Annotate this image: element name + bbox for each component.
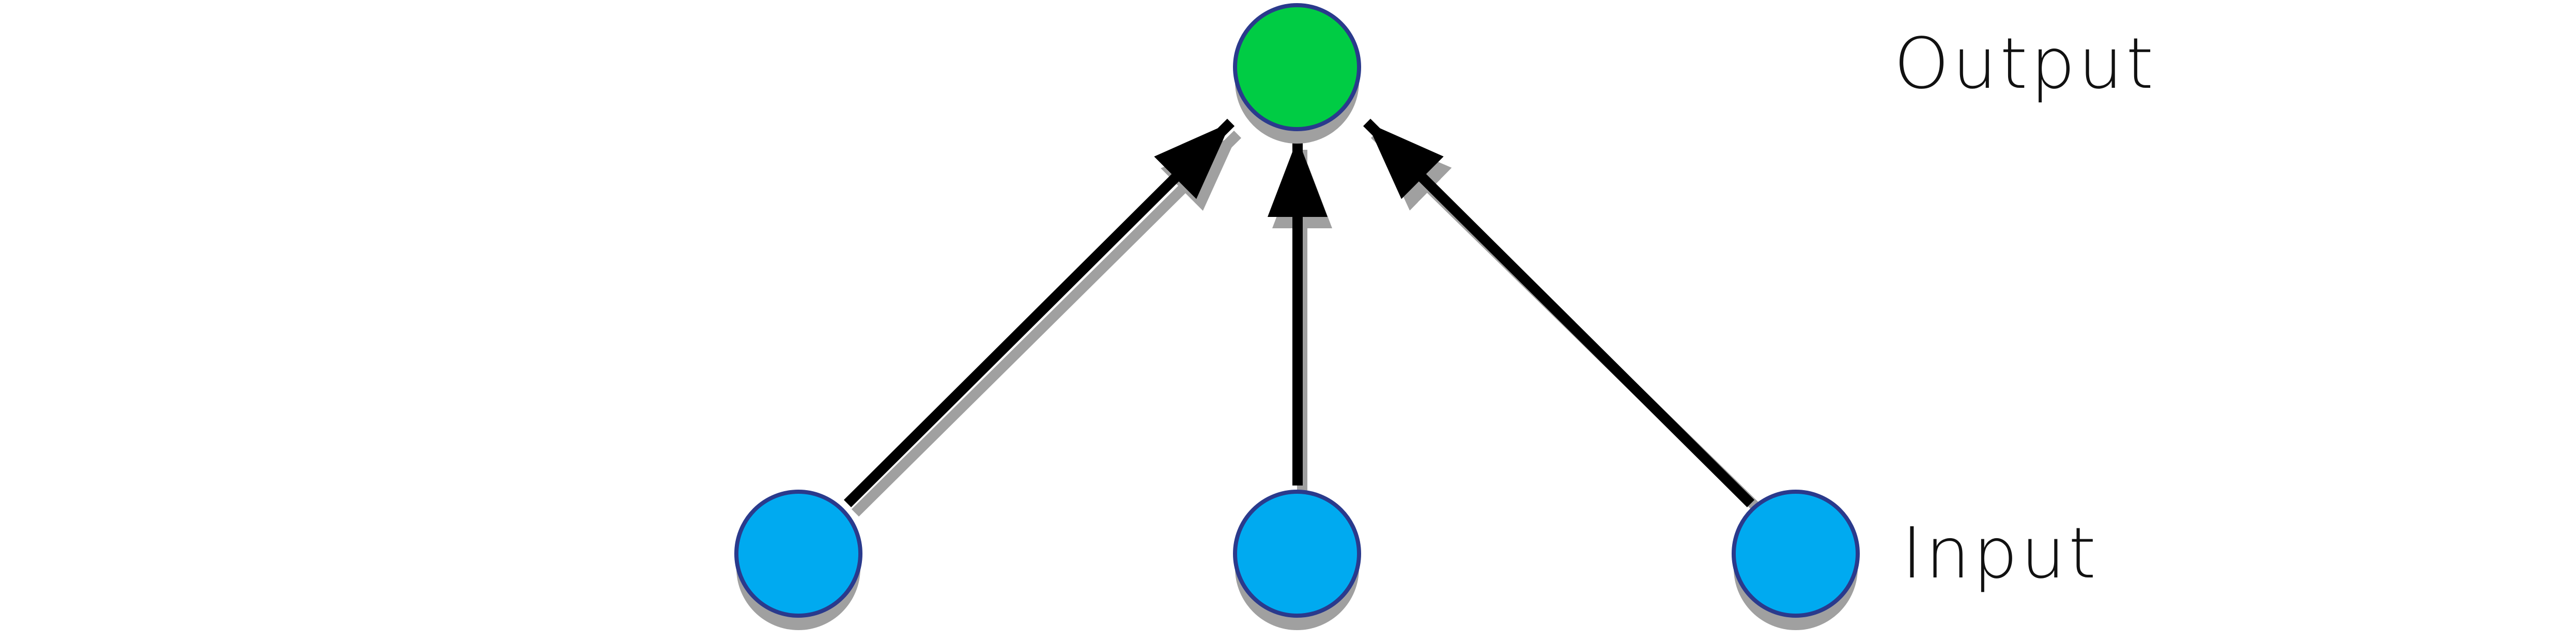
input-node-1	[734, 490, 862, 618]
input-layer-label: Input	[1902, 513, 2099, 594]
edge-input-1-to-output	[843, 118, 1235, 508]
edge-shadow-1	[851, 130, 1242, 517]
edge-shadows	[851, 130, 1766, 517]
input-node-3	[1732, 490, 1860, 618]
input-layer	[734, 490, 1860, 618]
output-layer	[1233, 3, 1361, 131]
edge-input-3-to-output	[1363, 118, 1755, 508]
output-node	[1233, 3, 1361, 131]
edges	[843, 118, 1755, 508]
output-layer-label: Output	[1894, 23, 2156, 105]
input-node-2	[1233, 490, 1361, 618]
